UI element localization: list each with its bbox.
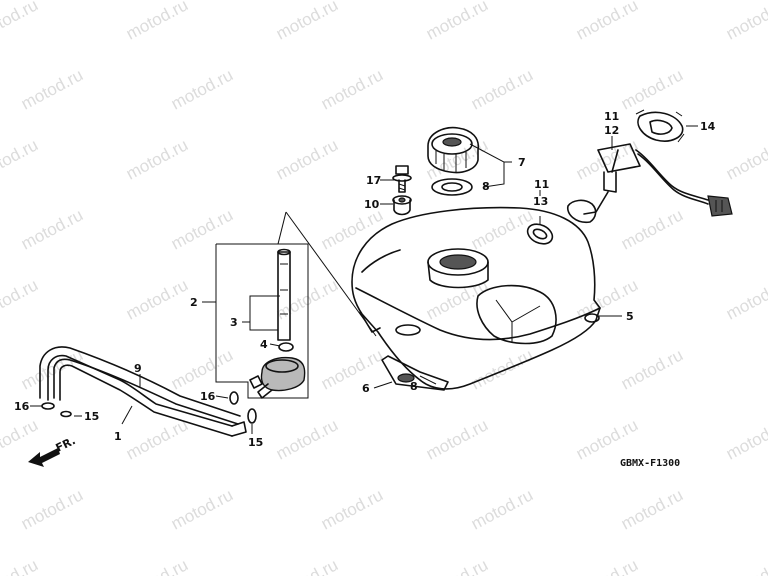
diagram-code: GBMX-F1300 <box>620 458 680 469</box>
watermark-text: motod.ru <box>318 205 386 253</box>
callout-8-gasket: 8 <box>482 180 490 193</box>
watermark-text: motod.ru <box>0 275 41 323</box>
callout-15-lower: 15 <box>248 436 263 449</box>
watermark-text: motod.ru <box>123 415 191 463</box>
watermark-text: motod.ru <box>468 345 536 393</box>
fuel-sender-unit <box>566 143 733 224</box>
watermark-text: motod.ru <box>573 135 641 183</box>
callout-11-seal: 11 <box>534 178 549 191</box>
watermark-text: motod.ru <box>0 135 41 183</box>
watermark-text: motod.ru <box>723 415 768 463</box>
watermark-text: motod.ru <box>273 275 341 323</box>
watermark-text: motod.ru <box>723 0 768 44</box>
watermark-text: motod.ru <box>618 345 686 393</box>
fuel-tank <box>351 206 601 390</box>
watermark-text: motod.ru <box>168 345 236 393</box>
watermark-text: motod.ru <box>423 415 491 463</box>
watermark-text: motod.ru <box>18 205 86 253</box>
callout-15-left: 15 <box>84 410 99 423</box>
fuel-valve-group-box <box>215 243 309 399</box>
watermark-text: motod.ru <box>318 345 386 393</box>
watermark-text: motod.ru <box>123 0 191 44</box>
leader-lines <box>30 125 698 434</box>
callout-17: 17 <box>366 174 381 187</box>
callout-10: 10 <box>364 198 380 211</box>
watermark-text: motod.ru <box>468 205 536 253</box>
watermark-text: motod.ru <box>123 275 191 323</box>
watermark-text: motod.ru <box>468 65 536 113</box>
watermark-text: motod.ru <box>618 65 686 113</box>
callout-16-left: 16 <box>14 400 30 413</box>
watermark-text: motod.ru <box>618 485 686 533</box>
fuel-valve <box>249 248 306 399</box>
watermark-text: motod.ru <box>423 555 491 576</box>
watermark-text: motod.ru <box>723 135 768 183</box>
callout-11-sender: 11 <box>604 110 619 123</box>
hose-clip-small <box>60 410 72 418</box>
callout-16-valve: 16 <box>200 390 216 403</box>
watermark-text: motod.ru <box>618 205 686 253</box>
watermark-text: motod.ru <box>123 555 191 576</box>
watermark-text: motod.ru <box>573 555 641 576</box>
callout-14: 14 <box>700 120 716 133</box>
watermark-text: motod.ru <box>0 555 41 576</box>
hose-clip-lower <box>247 408 257 424</box>
watermark-text: motod.ru <box>168 65 236 113</box>
vacuum-tube <box>39 346 241 425</box>
watermark-text: motod.ru <box>273 135 341 183</box>
front-direction-arrow-icon <box>28 448 60 467</box>
callout-1: 1 <box>114 430 122 443</box>
fuel-unit-seal <box>526 223 554 245</box>
watermark-text: motod.ru <box>18 65 86 113</box>
callout-12: 12 <box>604 124 619 137</box>
watermark-text: motod.ru <box>273 0 341 44</box>
watermark-text: motod.ru <box>18 345 86 393</box>
watermark-text: motod.ru <box>18 485 86 533</box>
callout-3: 3 <box>230 316 238 329</box>
filler-cap-gasket <box>431 178 473 196</box>
flange-bolt <box>392 165 412 193</box>
watermark-text: motod.ru <box>168 205 236 253</box>
watermark-text: motod.ru <box>423 0 491 44</box>
watermark-text: motod.ru <box>573 415 641 463</box>
hose-clip-valve <box>229 391 239 405</box>
watermark-text: motod.ru <box>318 485 386 533</box>
watermark-text: motod.ru <box>0 0 41 44</box>
watermark-text: motod.ru <box>168 485 236 533</box>
callout-6: 6 <box>362 382 370 395</box>
callout-13: 13 <box>533 195 548 208</box>
watermark-text: motod.ru <box>573 0 641 44</box>
watermark-text: motod.ru <box>723 555 768 576</box>
watermark-text: motod.ru <box>318 65 386 113</box>
callout-7: 7 <box>518 156 526 169</box>
callout-2: 2 <box>190 296 198 309</box>
watermark-text: motod.ru <box>123 135 191 183</box>
callout-4: 4 <box>260 338 268 351</box>
callout-5: 5 <box>626 310 634 323</box>
mounting-collar <box>392 195 412 216</box>
sender-retainer-ring <box>635 109 685 143</box>
fuel-filler-cap <box>427 126 480 174</box>
hose-clip-left <box>41 402 55 410</box>
front-arrow-label: FR. <box>54 434 78 455</box>
watermark-text: motod.ru <box>273 555 341 576</box>
callout-8-plate: 8 <box>410 380 418 393</box>
callout-9: 9 <box>134 362 142 375</box>
tank-mount-plate <box>381 355 449 391</box>
watermark-text: motod.ru <box>468 485 536 533</box>
watermark-text: motod.ru <box>273 415 341 463</box>
watermark-text: motod.ru <box>723 275 768 323</box>
